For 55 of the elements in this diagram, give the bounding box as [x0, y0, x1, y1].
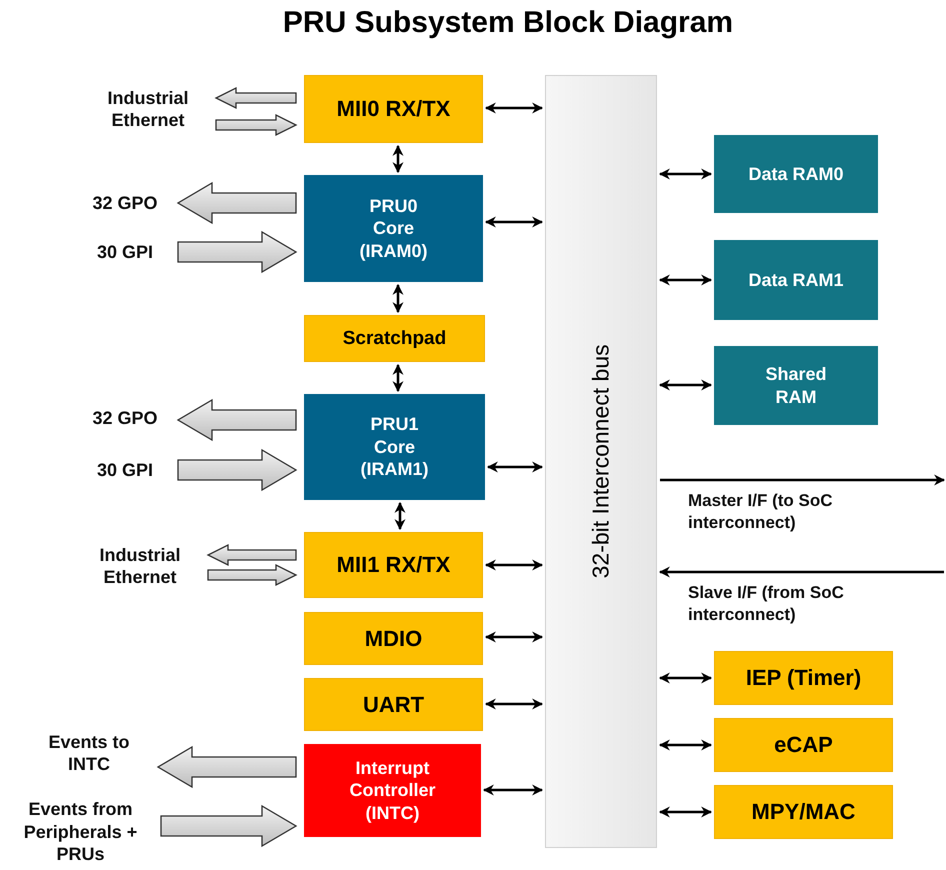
double-arrow — [658, 806, 712, 818]
double-arrow — [394, 502, 406, 530]
diagram-title: PRU Subsystem Block Diagram — [282, 6, 734, 40]
arrow — [660, 474, 946, 486]
edge-label: Master I/F (to SoC interconnect) — [688, 490, 834, 534]
signal-label: Events to INTC — [47, 730, 131, 776]
core-block: PRU1 Core (IRAM1) — [304, 394, 485, 500]
double-arrow — [484, 102, 544, 114]
block-arrow — [214, 86, 297, 110]
double-arrow — [658, 672, 712, 684]
double-arrow — [658, 274, 712, 286]
memory-block: Data RAM1 — [714, 240, 878, 320]
signal-label: Industrial Ethernet — [98, 544, 182, 588]
peripheral-block: MPY/MAC — [714, 785, 893, 839]
signal-label: 30 GPI — [96, 240, 154, 264]
memory-block: Data RAM0 — [714, 135, 878, 213]
block-arrow — [160, 804, 298, 848]
double-arrow — [484, 560, 544, 570]
double-arrow — [484, 698, 544, 710]
interface-block: MII1 RX/TX — [304, 532, 483, 598]
memory-block: Scratchpad — [304, 315, 485, 362]
block-arrow — [156, 746, 297, 788]
block-arrow — [177, 448, 298, 492]
double-arrow — [484, 632, 544, 642]
block-arrow — [206, 544, 297, 566]
double-arrow — [482, 784, 544, 796]
double-arrow — [658, 380, 712, 390]
double-arrow — [658, 740, 712, 750]
peripheral-block: MDIO — [304, 612, 483, 665]
signal-label: 32 GPO — [92, 406, 158, 430]
block-arrow — [207, 564, 298, 586]
signal-label: 30 GPI — [96, 458, 154, 482]
double-arrow — [392, 364, 404, 392]
peripheral-block: eCAP — [714, 718, 893, 772]
double-arrow — [392, 144, 404, 174]
double-arrow — [658, 168, 712, 180]
peripheral-block: UART — [304, 678, 483, 731]
block-arrow — [177, 230, 298, 274]
signal-label: Events from Peripherals + PRUs — [22, 798, 138, 866]
core-block: PRU0 Core (IRAM0) — [304, 175, 483, 282]
controller-block: Interrupt Controller (INTC) — [304, 744, 481, 837]
bus-bar: 32-bit Interconnect bus — [545, 75, 657, 848]
peripheral-block: IEP (Timer) — [714, 651, 893, 705]
double-arrow — [484, 216, 544, 228]
arrow — [658, 566, 944, 578]
edge-label: Slave I/F (from SoC interconnect) — [688, 582, 845, 626]
interface-block: MII0 RX/TX — [304, 75, 483, 143]
signal-label: 32 GPO — [92, 192, 158, 214]
double-arrow — [392, 284, 404, 314]
memory-block: Shared RAM — [714, 346, 878, 425]
block-arrow — [215, 114, 298, 136]
double-arrow — [486, 462, 544, 472]
signal-label: Industrial Ethernet — [106, 86, 190, 132]
block-arrow — [176, 182, 297, 224]
block-arrow — [176, 398, 297, 442]
